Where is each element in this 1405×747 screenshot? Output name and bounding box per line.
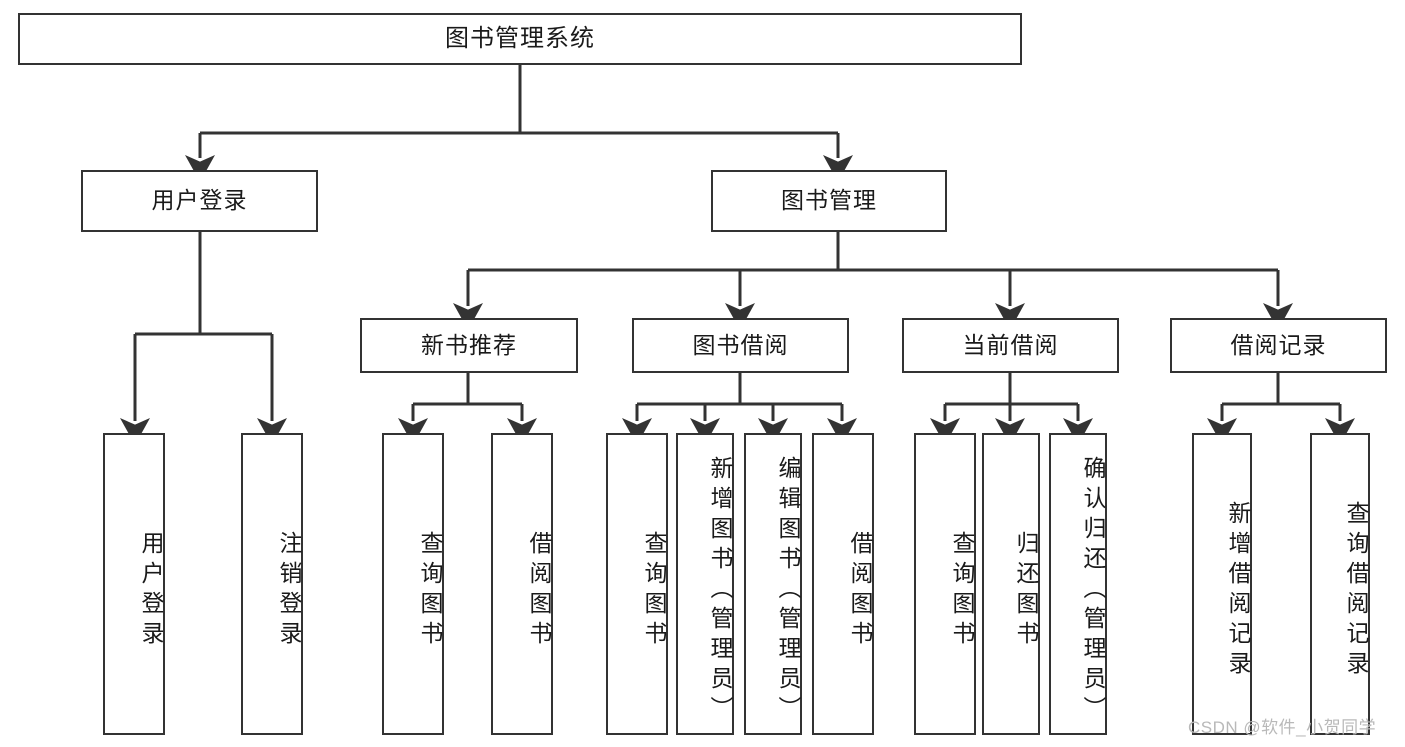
leaf-query-book-1-label: 查询图书	[417, 531, 443, 651]
leaf-add-book[interactable]: 新增图书（管理员）	[676, 433, 734, 735]
leaf-query-book-3-label: 查询图书	[949, 531, 975, 651]
node-book-management-label: 图书管理	[781, 187, 877, 214]
node-root-label: 图书管理系统	[445, 24, 595, 52]
leaf-query-record-label: 查询借阅记录	[1343, 501, 1369, 681]
leaf-confirm-return[interactable]: 确认归还（管理员）	[1049, 433, 1107, 735]
csdn-watermark: CSDN @软件_小贺同学	[1188, 718, 1377, 737]
node-user-login[interactable]: 用户登录	[81, 170, 318, 232]
node-borrow-record[interactable]: 借阅记录	[1170, 318, 1387, 373]
leaf-edit-book-label: 编辑图书（管理员）	[775, 456, 801, 726]
leaf-query-book-1[interactable]: 查询图书	[382, 433, 444, 735]
leaf-confirm-return-label: 确认归还（管理员）	[1080, 456, 1106, 726]
node-root[interactable]: 图书管理系统	[18, 13, 1022, 65]
node-book-borrow-label: 图书借阅	[692, 331, 789, 358]
leaf-query-book-2[interactable]: 查询图书	[606, 433, 668, 735]
leaf-logout-login[interactable]: 注销登录	[241, 433, 303, 735]
node-new-book-recommend-label: 新书推荐	[421, 331, 517, 358]
node-borrow-record-label: 借阅记录	[1230, 331, 1327, 358]
node-user-login-label: 用户登录	[151, 187, 248, 214]
leaf-add-record[interactable]: 新增借阅记录	[1192, 433, 1252, 735]
leaf-user-login[interactable]: 用户登录	[103, 433, 165, 735]
leaf-query-record[interactable]: 查询借阅记录	[1310, 433, 1370, 735]
leaf-query-book-3[interactable]: 查询图书	[914, 433, 976, 735]
leaf-return-book[interactable]: 归还图书	[982, 433, 1040, 735]
leaf-add-record-label: 新增借阅记录	[1225, 501, 1251, 681]
leaf-add-book-label: 新增图书（管理员）	[707, 456, 733, 726]
leaf-borrow-book-1[interactable]: 借阅图书	[491, 433, 553, 735]
leaf-borrow-book-2[interactable]: 借阅图书	[812, 433, 874, 735]
leaf-borrow-book-1-label: 借阅图书	[526, 531, 552, 651]
leaf-return-book-label: 归还图书	[1013, 531, 1039, 651]
leaf-borrow-book-2-label: 借阅图书	[847, 531, 873, 651]
node-current-borrow-label: 当前借阅	[962, 331, 1059, 358]
leaf-query-book-2-label: 查询图书	[641, 531, 667, 651]
node-new-book-recommend[interactable]: 新书推荐	[360, 318, 578, 373]
node-book-management[interactable]: 图书管理	[711, 170, 947, 232]
node-book-borrow[interactable]: 图书借阅	[632, 318, 849, 373]
node-current-borrow[interactable]: 当前借阅	[902, 318, 1119, 373]
leaf-logout-login-label: 注销登录	[276, 531, 302, 651]
leaf-user-login-label: 用户登录	[138, 531, 164, 651]
leaf-edit-book[interactable]: 编辑图书（管理员）	[744, 433, 802, 735]
